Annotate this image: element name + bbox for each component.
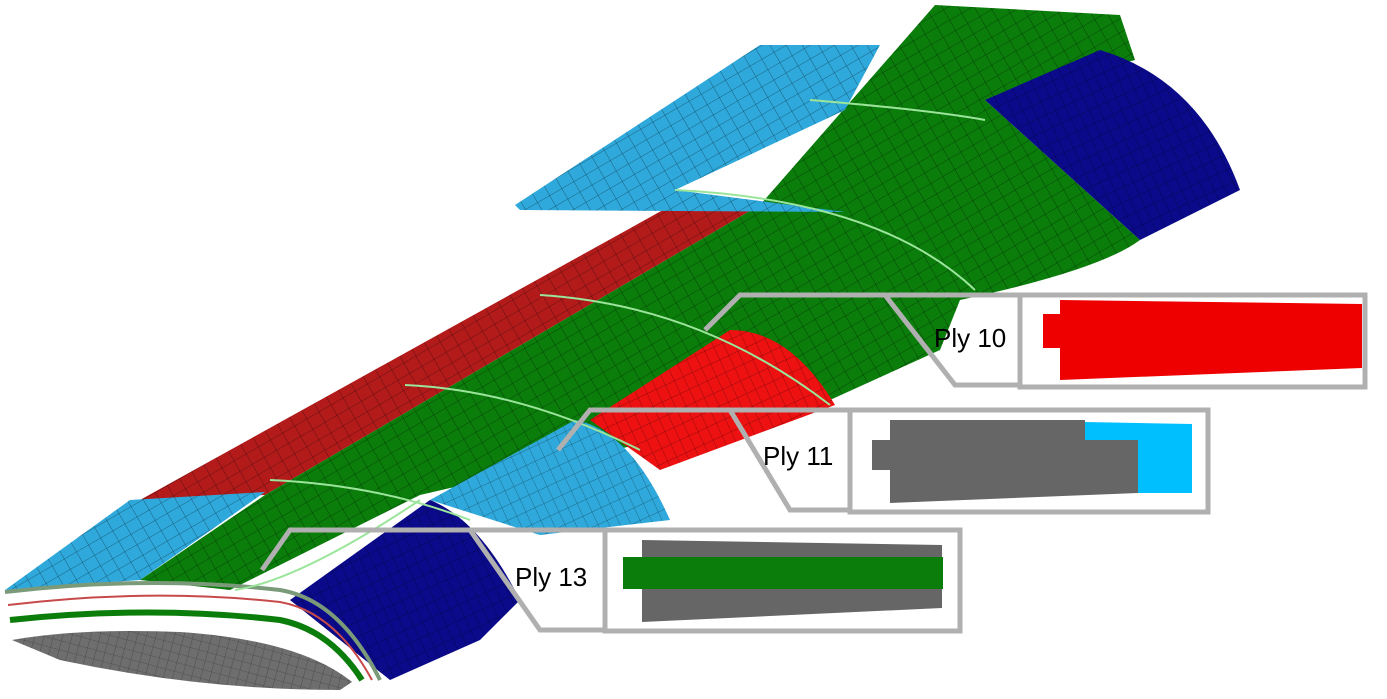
callout-ply-11-label: Ply 11 [763, 441, 833, 471]
callout-ply-10-label: Ply 10 [934, 323, 1006, 353]
root-ply-edges [4, 580, 382, 681]
callout-ply-10: Ply 10 [703, 292, 1368, 390]
ply-13-green-shape [623, 557, 943, 589]
callout-ply-13-label: Ply 13 [515, 562, 587, 592]
callout-ply-13: Ply 13 [259, 527, 963, 634]
ply-11-gray-shape [872, 420, 1138, 503]
wing-model [4, 5, 1240, 690]
ply-10-shape [1043, 300, 1362, 380]
callout-ply-11: Ply 11 [556, 407, 1211, 515]
ply-boundary-lines [234, 99, 986, 591]
ply-11-cyan-shape [1085, 422, 1192, 493]
